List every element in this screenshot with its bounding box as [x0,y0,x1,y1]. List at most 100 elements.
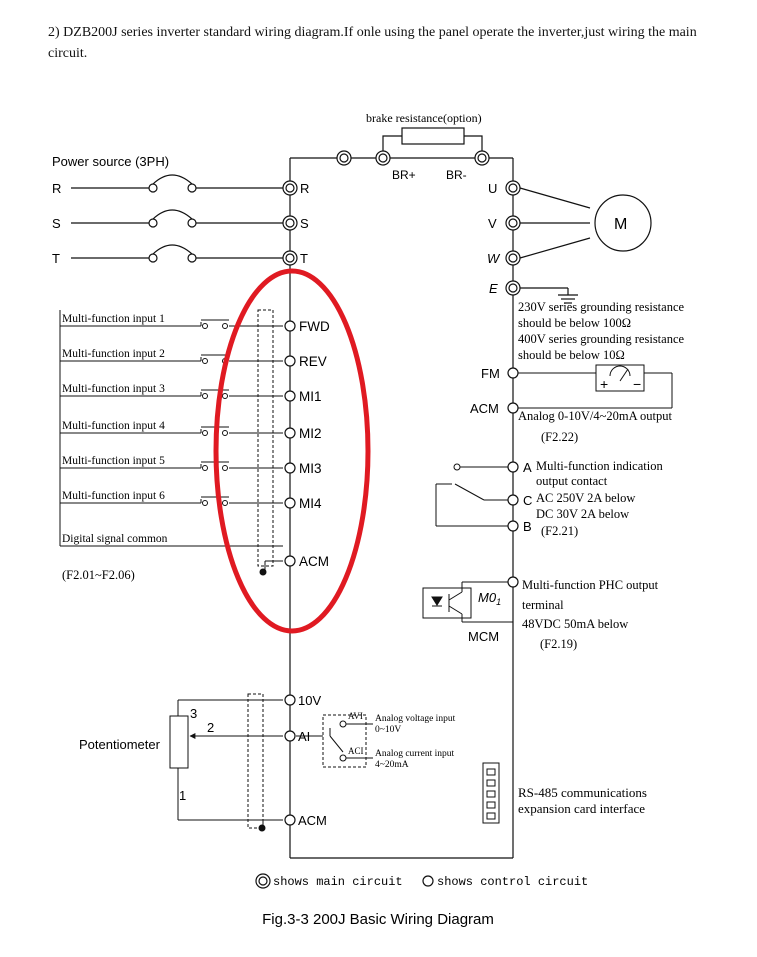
figure-caption: Fig.3-3 200J Basic Wiring Diagram [262,911,494,928]
potentiometer-label: Potentiometer [79,737,161,752]
analog-output-desc: Analog 0-10V/4~20mA output [518,409,673,423]
terminal-c-label: C [523,493,532,508]
input-labels: Multi-function input 1 Multi-function in… [62,313,168,582]
terminal-fm-label: FM [481,366,500,381]
terminal-s-label: S [300,216,309,231]
motor-label: M [614,216,627,233]
svg-text:Multi-function input 6: Multi-function input 6 [62,490,165,502]
terminal-r-label: R [300,181,309,196]
analog-output [518,364,673,409]
pot-pin-1: 1 [179,788,186,803]
terminal-b-label: B [523,519,532,534]
terminal-r [282,180,298,196]
rs485-port-icon [482,762,500,824]
terminal-ai-label: AI [298,729,310,744]
terminal-e [505,280,521,296]
avi-label: AVI [348,711,363,721]
svg-text:AC 250V 2A below: AC 250V 2A below [536,491,635,505]
potentiometer-icon [169,715,189,769]
terminal-mi1-label: MI1 [299,389,322,404]
terminal-t [282,250,298,266]
avi-aci-jumper-box [322,714,367,768]
svg-text:(F2.19): (F2.19) [540,637,577,651]
terminal-br-minus [474,150,490,166]
terminal-mcm-label: MCM [468,629,499,644]
terminal-mi3-label: MI3 [299,461,322,476]
meter-plus: + [600,376,608,392]
meter-minus: − [633,376,641,392]
control-terminals-analog [284,694,296,826]
terminal-u [505,180,521,196]
terminal-v-label: V [488,216,497,231]
legend-main-label: shows main circuit [273,875,403,889]
svg-text:Multi-function input 4: Multi-function input 4 [62,420,165,432]
meter-icon [595,364,645,392]
phc-output [422,581,513,623]
terminal-p [336,150,352,166]
pot-pin-2: 2 [207,720,214,735]
br-minus-label: BR- [446,168,467,182]
aci-desc: Analog current input [375,749,455,759]
terminal-u-label: U [488,181,497,196]
breaker [71,174,283,263]
control-terminals-output [507,367,519,414]
legend-control-label: shows control circuit [437,875,588,889]
shield-cable-analog [247,693,264,829]
svg-text:Multi-function indication: Multi-function indication [536,459,663,473]
terminal-acm-output-label: ACM [470,401,499,416]
phase-s-label: S [52,216,61,231]
terminal-acm-digital-label: ACM [299,554,329,569]
terminal-a-label: A [523,460,532,475]
phase-t-label: T [52,251,60,266]
control-terminals-relay [507,461,519,532]
terminal-br-plus [375,150,391,166]
svg-text:Multi-function input 2: Multi-function input 2 [62,348,165,360]
phase-r-label: R [52,181,61,196]
terminal-mo1 [507,576,519,588]
svg-text:Digital signal common: Digital signal common [62,533,168,545]
svg-text:Multi-function input 5: Multi-function input 5 [62,455,165,467]
terminal-s [282,215,298,231]
analog-output-param: (F2.22) [541,430,578,444]
terminal-t-label: T [300,251,308,266]
terminal-mo1-label: M01 [478,590,501,607]
br-plus-label: BR+ [392,168,416,182]
svg-text:230V series grounding resistan: 230V series grounding resistance [518,300,685,314]
relay-output [435,463,508,527]
analog-input [169,693,373,832]
terminal-w [505,250,521,266]
svg-text:should be below 10Ω: should be below 10Ω [518,348,625,362]
relay-desc: Multi-function indication output contact… [536,459,663,538]
brake-resistor [401,127,465,145]
shield-cable-digital [257,309,274,567]
aci-label: ACI [348,746,364,756]
terminal-e-label: E [489,281,498,296]
rs485-line2: expansion card interface [518,801,645,816]
svg-text:(F2.21): (F2.21) [541,524,578,538]
terminal-rev-label: REV [299,354,327,369]
terminal-10v-label: 10V [298,693,321,708]
pot-pin-3: 3 [190,706,197,721]
terminal-acm-analog-label: ACM [298,813,327,828]
terminal-w-label: W [487,251,501,266]
rs485-line1: RS-485 communications [518,785,647,800]
phc-desc: Multi-function PHC output terminal 48VDC… [522,578,659,651]
control-terminals-digital [284,320,296,567]
terminal-mi4-label: MI4 [299,496,322,511]
grounding-note: 230V series grounding resistance should … [518,300,685,362]
svg-text:(F2.01~F2.06): (F2.01~F2.06) [62,568,135,582]
svg-text:DC 30V 2A below: DC 30V 2A below [536,507,629,521]
intro-text: 2) DZB200J series inverter standard wiri… [48,25,697,61]
svg-text:48VDC 50mA below: 48VDC 50mA below [522,617,628,631]
svg-text:Multi-function input 1: Multi-function input 1 [62,313,165,325]
highlight-ellipse [213,268,371,634]
motor [594,194,652,252]
terminal-v [505,215,521,231]
aci-range: 4~20mA [375,760,409,770]
legend [255,873,434,889]
terminal-fwd-label: FWD [299,319,330,334]
svg-text:output contact: output contact [536,474,608,488]
avi-range: 0~10V [375,725,401,735]
optocoupler-icon [422,587,472,619]
